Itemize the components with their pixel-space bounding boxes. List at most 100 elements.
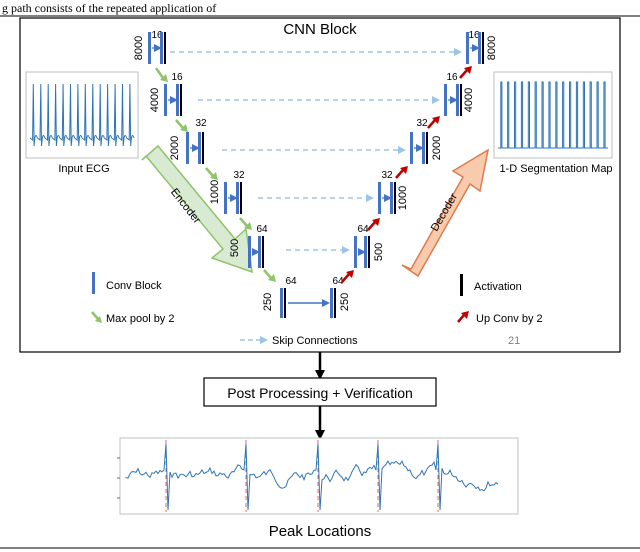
cnn-title: CNN Block — [283, 21, 357, 38]
conv-block — [248, 236, 251, 268]
header-fragment: g path consists of the repeated applicat… — [2, 1, 216, 15]
encoder-level-8000: 8000 16 — [133, 30, 166, 64]
upconv-arrow — [395, 169, 404, 179]
encoder-level-500: 500 64 — [229, 224, 268, 268]
activation-block — [426, 132, 428, 164]
decoder-level-2000: 32 2000 — [410, 118, 443, 164]
decoder-level-8000: 16 8000 — [466, 30, 498, 64]
activation-block — [334, 288, 336, 318]
activation-block — [164, 32, 166, 64]
decoder-size-label: 4000 — [463, 88, 475, 112]
conv-block — [354, 236, 357, 268]
upconv-arrow — [367, 221, 376, 231]
encoder-level-4000: 4000 16 — [149, 72, 183, 116]
activation-block — [240, 182, 242, 214]
conv-block — [444, 84, 447, 116]
bottleneck-channels-left: 64 — [285, 276, 297, 287]
decoder-size-label: 8000 — [486, 36, 498, 60]
decoder-channels-label: 32 — [416, 118, 428, 129]
conv-block — [236, 182, 239, 214]
decoder-size-label: 1000 — [397, 186, 409, 210]
activation-block — [262, 236, 264, 268]
decoder-size-label: 2000 — [431, 136, 443, 160]
bottleneck-size-right: 250 — [339, 293, 351, 311]
activation-block — [180, 84, 182, 116]
legend-conv-block-label: Conv Block — [106, 280, 162, 292]
encoder-size-label: 500 — [229, 239, 241, 257]
encoder-size-label: 1000 — [209, 180, 221, 204]
encoder-size-label: 2000 — [169, 136, 181, 160]
legend-activation-label: Activation — [474, 281, 522, 293]
segmentation-map-panel — [493, 71, 613, 159]
encoder-level-1000: 1000 32 — [209, 170, 245, 214]
conv-block — [198, 132, 201, 164]
maxpool-arrow — [205, 167, 214, 177]
decoder-size-label: 500 — [373, 243, 385, 261]
slide-page-number: 21 — [508, 335, 520, 347]
encoder-level-2000: 2000 32 — [169, 118, 207, 164]
peak-plot — [117, 437, 519, 515]
segmentation-map-wave — [498, 81, 608, 149]
decoder-channels-label: 64 — [357, 224, 369, 235]
bottleneck-size-left: 250 — [262, 293, 274, 311]
legend-conv-block-swatch — [92, 272, 95, 294]
encoder-size-label: 4000 — [149, 88, 161, 112]
post-processing-box — [203, 377, 437, 407]
legend-upconv-label: Up Conv by 2 — [476, 313, 543, 325]
decoder-channels-label: 32 — [381, 170, 393, 181]
conv-block — [378, 182, 381, 214]
activation-block — [482, 32, 484, 64]
upconv-arrow — [427, 119, 436, 129]
conv-block — [186, 132, 189, 164]
upconv-arrow — [459, 69, 468, 79]
conv-block — [330, 288, 333, 318]
peak-locations-label: Peak Locations — [269, 523, 372, 540]
input-ecg-panel — [25, 71, 139, 159]
decoder-level-500: 64 500 — [354, 224, 385, 268]
decoder-channels-label: 16 — [468, 30, 480, 41]
input-ecg-label: Input ECG — [58, 163, 109, 175]
legend-activation-swatch — [460, 274, 463, 296]
conv-block — [280, 288, 283, 318]
maxpool-arrow — [175, 119, 184, 129]
conv-block — [258, 236, 261, 268]
decoder-channels-label: 16 — [446, 72, 458, 83]
legend-upconv-swatch — [457, 311, 469, 323]
encoder-channels-label: 32 — [195, 118, 207, 129]
bottleneck: 250 64 64 250 — [262, 276, 351, 318]
encoder-channels-label: 64 — [256, 224, 268, 235]
activation-block — [202, 132, 204, 164]
cnn-block-frame — [19, 17, 621, 353]
legend-skip-label: Skip Connections — [272, 335, 358, 347]
legend-maxpool-swatch — [91, 311, 102, 323]
encoder-channels-label: 16 — [151, 30, 163, 41]
conv-block — [160, 32, 163, 64]
maxpool-arrow — [263, 269, 272, 279]
maxpool-arrow — [154, 67, 165, 79]
decoder-level-4000: 16 4000 — [444, 72, 475, 116]
encoder-channels-label: 32 — [233, 170, 245, 181]
conv-block — [466, 32, 469, 64]
decoder-level-1000: 32 1000 — [378, 170, 409, 214]
maxpool-arrow — [239, 217, 248, 227]
input-ecg-wave — [29, 83, 135, 147]
conv-block — [164, 84, 167, 116]
activation-block — [368, 236, 370, 268]
segmentation-map-label: 1-D Segmentation Map — [499, 163, 612, 175]
post-processing-label: Post Processing + Verification — [227, 385, 413, 401]
conv-block — [422, 132, 425, 164]
peak-ecg-wave — [125, 443, 499, 511]
bottleneck-channels-right: 64 — [332, 276, 344, 287]
activation-block — [284, 288, 286, 318]
activation-block — [460, 84, 462, 116]
conv-block — [224, 182, 227, 214]
conv-block — [478, 32, 481, 64]
conv-block — [456, 84, 459, 116]
conv-block — [148, 32, 151, 64]
activation-block — [394, 182, 396, 214]
legend: Conv Block Max pool by 2 Skip Connection… — [91, 272, 543, 347]
conv-block — [176, 84, 179, 116]
encoder-channels-label: 16 — [171, 72, 183, 83]
legend-maxpool-label: Max pool by 2 — [106, 313, 174, 325]
